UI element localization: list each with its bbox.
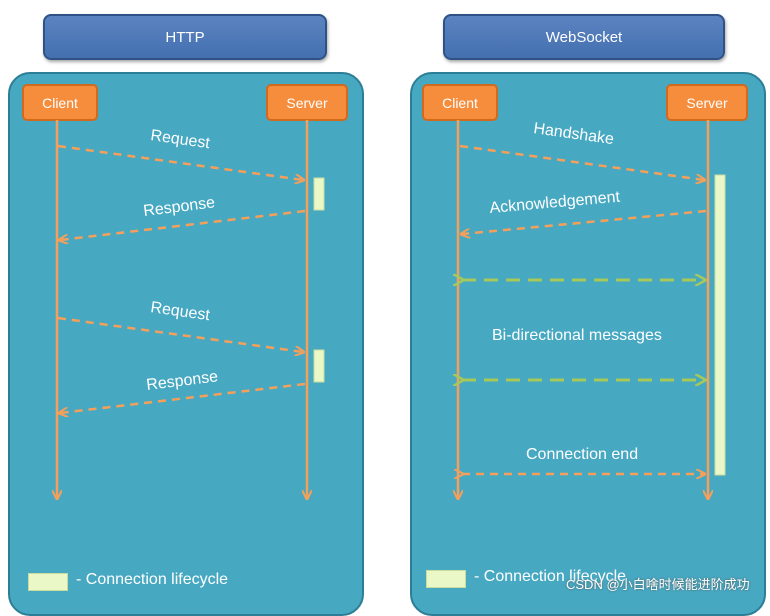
ws-server-actor: Server <box>666 84 748 121</box>
http-request-label-1: Request <box>149 127 211 152</box>
http-client-actor: Client <box>22 84 98 121</box>
http-title-box: HTTP <box>43 14 327 60</box>
ws-client-actor: Client <box>422 84 498 121</box>
ws-handshake-label: Handshake <box>532 120 615 148</box>
ws-bidirectional-label: Bi-directional messages <box>492 327 662 344</box>
http-request-arrow-1 <box>57 144 303 180</box>
sequence-diagram: Request Response Request Response Handsh… <box>0 120 726 597</box>
http-response-arrow-1 <box>60 209 306 240</box>
ws-handshake-arrow <box>459 144 704 180</box>
http-title: HTTP <box>165 28 205 46</box>
websocket-title: WebSocket <box>545 28 623 46</box>
watermark: CSDN @小白啥时候能进阶成功 <box>566 577 750 592</box>
ws-legend-text: - Connection lifecycle <box>474 568 627 585</box>
ws-server-label: Server <box>686 94 728 111</box>
ws-client-label: Client <box>442 94 478 111</box>
http-lifecycle-bar-2 <box>313 349 325 383</box>
ws-connection-end-label: Connection end <box>526 446 638 463</box>
http-lifecycle-bar-1 <box>313 177 325 211</box>
ws-legend-swatch <box>426 570 466 588</box>
http-client-label: Client <box>42 94 78 111</box>
websocket-title-box: WebSocket <box>443 14 725 60</box>
http-response-label-1: Response <box>142 194 216 220</box>
http-request-label-2: Request <box>149 299 211 324</box>
http-legend-text: - Connection lifecycle <box>76 571 229 588</box>
http-request-arrow-2 <box>57 316 303 352</box>
http-response-label-2: Response <box>145 368 219 394</box>
ws-lifecycle-bar <box>714 174 726 476</box>
http-server-label: Server <box>286 94 328 111</box>
ws-acknowledgement-label: Acknowledgement <box>489 189 621 217</box>
http-legend-swatch <box>28 573 68 591</box>
